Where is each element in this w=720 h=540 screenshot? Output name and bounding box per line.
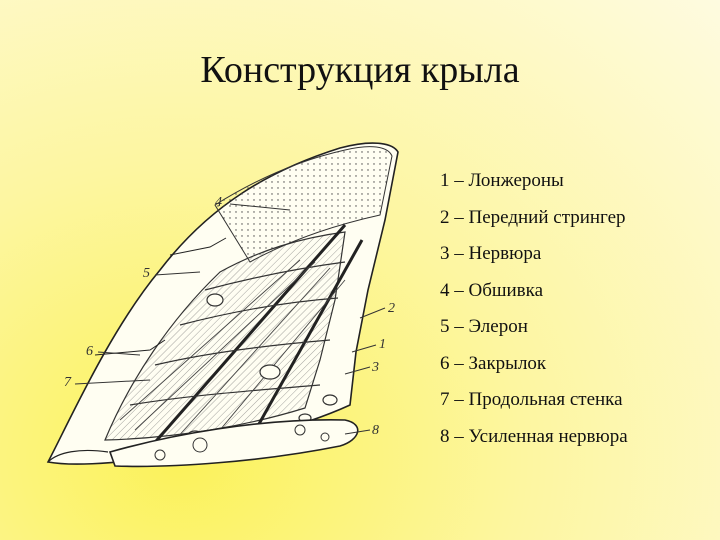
callout-6: 6 [86,344,93,359]
callout-5: 5 [143,266,150,281]
skin-panel [214,146,393,263]
callout-2: 2 [388,301,395,316]
spar-rear [248,239,364,441]
legend-item-skin: 4 – Обшивка [440,279,544,301]
leading-edge [47,449,109,463]
aileron-panel [169,237,227,256]
ribs [129,261,346,406]
legend-item-flap: 6 – Закрылок [440,352,547,374]
legend-item-reinforced-rib: 8 – Усиленная нервюра [440,425,628,447]
spar-front [148,224,347,449]
legend-item-spars: 1 – Лонжероны [440,170,564,191]
callout-1: 1 [379,337,386,352]
callout-4: 4 [215,195,222,210]
root-rib-holes [154,424,330,461]
callout-7: 7 [64,375,72,390]
legend-item-front-stringer: 2 – Передний стрингер [440,206,626,228]
callout-8: 8 [372,423,379,438]
wing-structure-diagram: 4 5 6 7 2 1 3 8 [46,142,399,468]
callout-3: 3 [371,360,379,375]
legend-item-aileron: 5 – Элерон [440,316,528,337]
legend-item-longitudinal-wall: 7 – Продольная стенка [440,389,623,410]
callout-lines [74,203,386,435]
legend-item-rib: 3 – Нервюра [440,243,542,264]
page-title: Конструкция крыла [200,49,520,91]
legend: 1 – Лонжероны 2 – Передний стрингер 3 – … [440,163,715,455]
stringers [119,259,346,443]
